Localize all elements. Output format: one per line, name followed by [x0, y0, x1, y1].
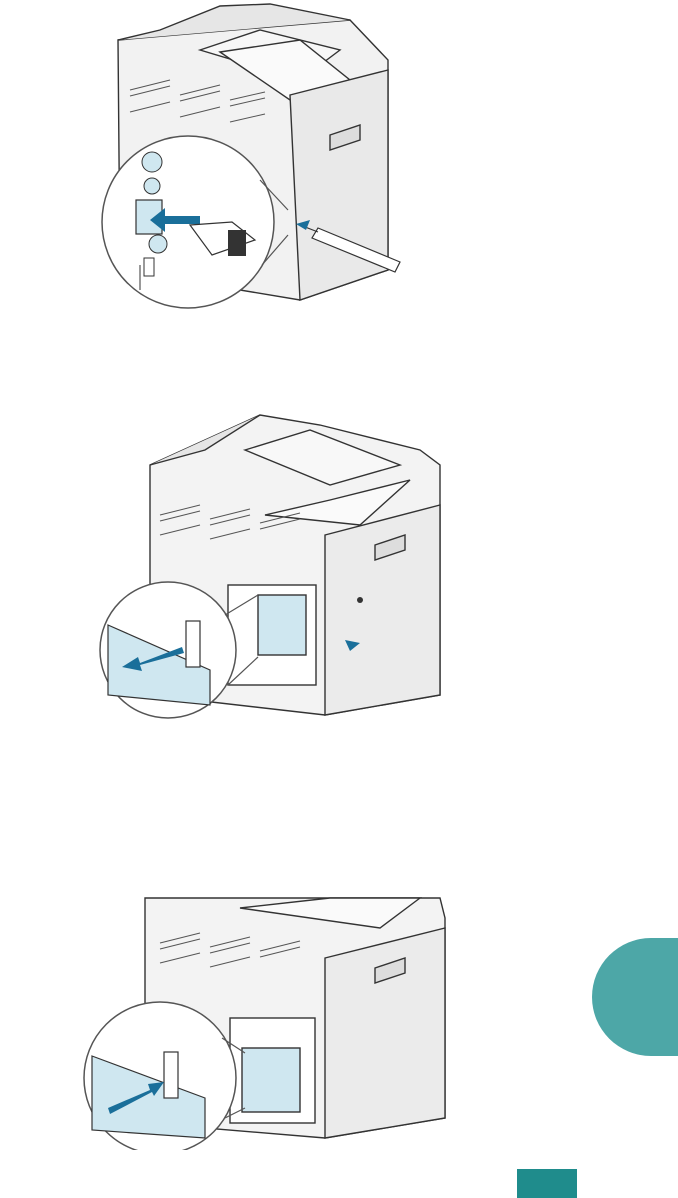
printer-illustration-1 [0, 0, 678, 310]
printer-illustration-3 [0, 888, 678, 1150]
page-number-box [517, 1169, 577, 1198]
figure-remove-cover [0, 395, 678, 725]
figure-remove-screw [0, 0, 678, 310]
printer-illustration-2 [0, 395, 678, 725]
figure-insert-card [0, 888, 678, 1150]
